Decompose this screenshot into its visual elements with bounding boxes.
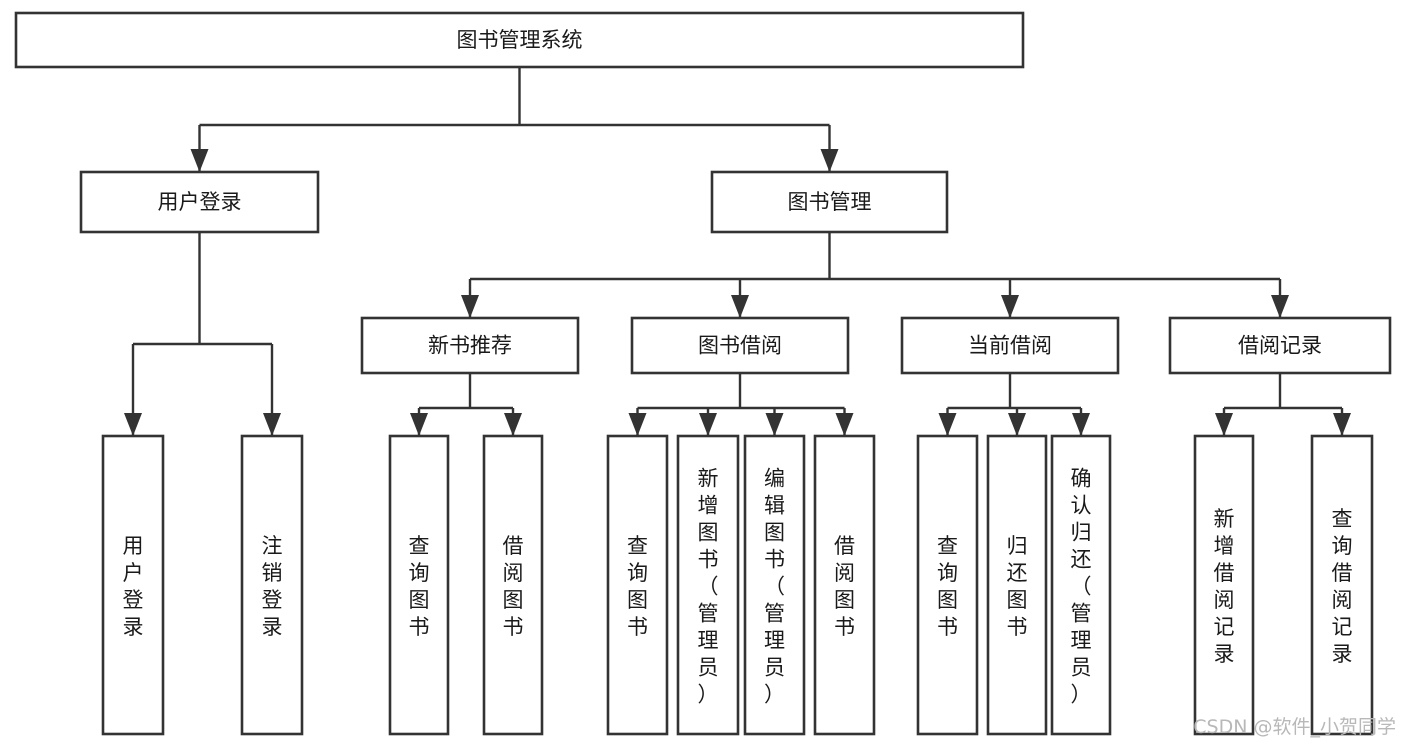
node-label: 图书管理系统: [457, 28, 583, 52]
node-book-borrow[interactable]: 图书借阅: [630, 316, 850, 375]
node-leaf-query-book-2[interactable]: 查询图书: [606, 434, 669, 736]
node-label: 确认归还（管理员）: [1071, 467, 1092, 707]
arrow-head-icon: [263, 413, 281, 436]
node-box: [710, 170, 949, 234]
node-box: [14, 11, 1025, 69]
node-label: 新书推荐: [428, 334, 512, 358]
node-new-book-rec[interactable]: 新书推荐: [360, 316, 580, 375]
arrow-head-icon: [461, 295, 479, 318]
arrow-head-icon: [628, 413, 647, 436]
node-leaf-add-record[interactable]: 新增借阅记录: [1193, 434, 1255, 736]
arrow-head-icon: [1333, 413, 1351, 436]
csdn-watermark: CSDN @软件_小贺同学: [1193, 716, 1396, 738]
node-box: [916, 434, 979, 736]
node-box: [360, 316, 580, 375]
node-label: 借阅图书: [834, 534, 855, 639]
node-label: 借阅图书: [503, 534, 524, 639]
arrow-head-icon: [699, 413, 717, 436]
node-leaf-confirm-return[interactable]: 确认归还（管理员）: [1050, 434, 1112, 736]
node-book-manage[interactable]: 图书管理: [710, 170, 949, 234]
node-label: 图书借阅: [698, 334, 782, 358]
node-box: [1193, 434, 1255, 736]
node-box: [986, 434, 1048, 736]
node-label: 查询借阅记录: [1332, 507, 1353, 666]
node-box: [630, 316, 850, 375]
node-label: 注销登录: [262, 534, 283, 639]
node-leaf-query-book-1[interactable]: 查询图书: [388, 434, 450, 736]
node-root[interactable]: 图书管理系统: [14, 11, 1025, 69]
node-label: 归还图书: [1007, 534, 1028, 639]
arrow-head-icon: [1072, 413, 1090, 436]
arrow-head-icon: [124, 413, 142, 436]
node-label: 用户登录: [123, 534, 144, 639]
nodes-layer: 图书管理系统用户登录图书管理新书推荐图书借阅当前借阅借阅记录用户登录注销登录查询…: [14, 11, 1392, 736]
arrow-head-icon: [410, 413, 428, 436]
node-leaf-edit-book[interactable]: 编辑图书（管理员）: [743, 434, 806, 736]
arrow-head-icon: [190, 149, 209, 172]
node-leaf-logout[interactable]: 注销登录: [240, 434, 304, 736]
node-label: 图书管理: [788, 190, 872, 214]
node-box: [388, 434, 450, 736]
arrow-head-icon: [1215, 413, 1233, 436]
node-leaf-query-record[interactable]: 查询借阅记录: [1310, 434, 1374, 736]
arrow-head-icon: [1008, 413, 1026, 436]
node-box: [482, 434, 544, 736]
node-label: 查询图书: [409, 534, 430, 639]
node-leaf-query-book-3[interactable]: 查询图书: [916, 434, 979, 736]
node-label: 新增借阅记录: [1214, 507, 1235, 666]
node-box: [813, 434, 876, 736]
node-box: [606, 434, 669, 736]
arrow-head-icon: [835, 413, 854, 436]
node-label: 查询图书: [627, 534, 648, 639]
node-box: [743, 434, 806, 736]
node-leaf-return-book[interactable]: 归还图书: [986, 434, 1048, 736]
node-label: 当前借阅: [968, 334, 1052, 358]
arrow-head-icon: [820, 149, 839, 172]
node-box: [240, 434, 304, 736]
node-user-login[interactable]: 用户登录: [79, 170, 320, 234]
node-leaf-add-book[interactable]: 新增图书（管理员）: [676, 434, 740, 736]
node-current-borrow[interactable]: 当前借阅: [900, 316, 1120, 375]
node-box: [676, 434, 740, 736]
node-box: [900, 316, 1120, 375]
node-label: 查询图书: [937, 534, 958, 639]
node-label: 编辑图书（管理员）: [764, 467, 785, 707]
node-box: [1050, 434, 1112, 736]
node-leaf-borrow-book-2[interactable]: 借阅图书: [813, 434, 876, 736]
arrow-head-icon: [1271, 295, 1289, 318]
node-label: 借阅记录: [1238, 334, 1322, 358]
node-leaf-borrow-book-1[interactable]: 借阅图书: [482, 434, 544, 736]
arrow-head-icon: [765, 413, 784, 436]
connectors-layer: [124, 67, 1351, 436]
node-box: [1310, 434, 1374, 736]
arrow-head-icon: [1001, 295, 1019, 318]
node-label: 新增图书（管理员）: [698, 467, 719, 707]
node-box: [101, 434, 165, 736]
arrow-head-icon: [504, 413, 522, 436]
node-leaf-user-login[interactable]: 用户登录: [101, 434, 165, 736]
node-label: 用户登录: [158, 190, 242, 214]
arrow-head-icon: [731, 295, 749, 318]
node-box: [1168, 316, 1392, 375]
node-box: [79, 170, 320, 234]
arrow-head-icon: [938, 413, 957, 436]
node-borrow-record[interactable]: 借阅记录: [1168, 316, 1392, 375]
